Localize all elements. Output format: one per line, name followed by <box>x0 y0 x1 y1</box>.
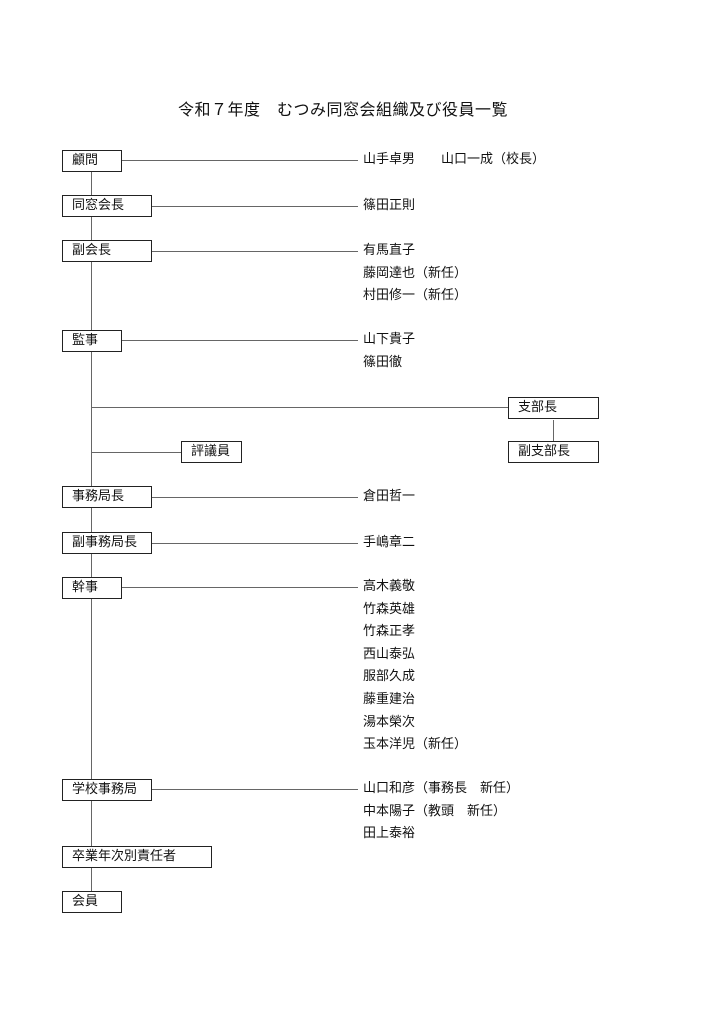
connector-line <box>91 407 508 408</box>
connector-line <box>152 206 358 207</box>
member-name: 服部久成 <box>363 669 416 685</box>
member-name: 藤岡達也（新任） <box>363 265 468 281</box>
member-name: 藤重建治 <box>363 692 416 707</box>
member-name: 田上泰裕 <box>363 826 416 842</box>
member-name: 篠田徹 <box>363 354 403 370</box>
role-box-shibucho: 支部長 <box>508 397 599 419</box>
member-name: 倉田哲一 <box>363 489 416 504</box>
role-box-komon: 顧問 <box>62 150 122 172</box>
member-name: 山口和彦（事務長 新任） <box>363 781 520 796</box>
member-name: 玉本洋児（新任） <box>363 737 468 753</box>
role-box-jimukyokucho: 事務局長 <box>62 486 152 508</box>
role-box-kaicho: 同窓会長 <box>62 195 152 217</box>
role-box-gakko: 学校事務局 <box>62 779 152 801</box>
connector-line <box>152 543 358 544</box>
role-box-kanji-audit: 監事 <box>62 330 122 352</box>
member-name: 手嶋章二 <box>363 535 416 550</box>
member-name: 竹森英雄 <box>363 601 416 617</box>
connector-line <box>122 340 358 341</box>
connector-line <box>152 497 358 498</box>
connector-line <box>553 420 554 441</box>
member-name: 山手卓男 山口一成（校長） <box>363 152 546 167</box>
role-box-fukushibucho: 副支部長 <box>508 441 599 463</box>
member-name: 高木義敬 <box>363 579 416 594</box>
role-box-fukukaicho: 副会長 <box>62 240 152 262</box>
member-name: 西山泰弘 <box>363 646 416 662</box>
member-name: 竹森正孝 <box>363 624 416 640</box>
role-box-kaiin: 会員 <box>62 891 122 913</box>
member-name: 篠田正則 <box>363 198 416 213</box>
member-name: 湯本榮次 <box>363 714 416 730</box>
role-box-kanji: 幹事 <box>62 577 122 599</box>
member-name: 村田修一（新任） <box>363 288 468 304</box>
member-name: 山下貴子 <box>363 332 416 347</box>
member-name: 中本陽子（教頭 新任） <box>363 803 507 819</box>
role-box-sotsugyo: 卒業年次別責任者 <box>62 846 212 868</box>
page-title: 令和７年度 むつみ同窓会組織及び役員一覧 <box>177 100 508 119</box>
connector-line <box>122 160 358 161</box>
role-box-fukujimukyokucho: 副事務局長 <box>62 532 152 554</box>
connector-line <box>152 789 358 790</box>
connector-line <box>91 452 181 453</box>
connector-line <box>152 251 358 252</box>
member-name: 有馬直子 <box>363 243 416 258</box>
connector-line <box>122 587 358 588</box>
role-box-hyogiin: 評議員 <box>181 441 242 463</box>
